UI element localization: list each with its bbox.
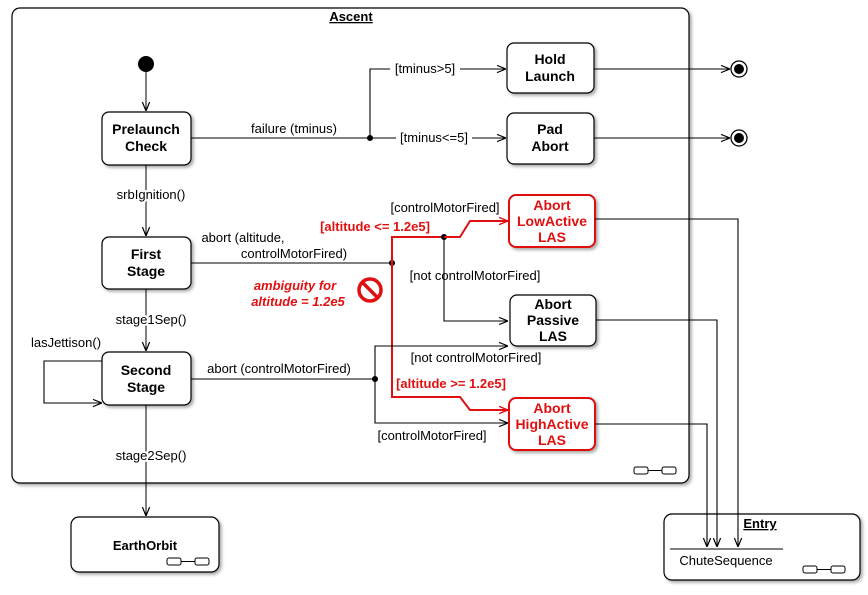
- label-stage1: stage1Sep(): [116, 312, 187, 327]
- svg-text:LowActive: LowActive: [517, 213, 587, 229]
- svg-text:LAS: LAS: [538, 229, 566, 245]
- transition-failure: [191, 69, 730, 141]
- label-ambiguity-2: altitude = 1.2e5: [251, 294, 345, 309]
- svg-text:Passive: Passive: [527, 312, 579, 328]
- transitions-to-entry: [595, 218, 738, 547]
- label-cmf-top: [controlMotorFired]: [390, 200, 499, 215]
- svg-text:LAS: LAS: [539, 328, 567, 344]
- svg-text:Hold: Hold: [534, 51, 565, 67]
- label-cmf-bottom: [controlMotorFired]: [377, 428, 486, 443]
- label-ambiguity-1: ambiguity for: [254, 278, 337, 293]
- label-altitude-le: [altitude <= 1.2e5]: [320, 219, 430, 234]
- ascent-title: Ascent: [329, 9, 373, 24]
- state-prelaunch-check[interactable]: Prelaunch Check: [101, 111, 192, 166]
- composite-state-icon: [802, 565, 846, 574]
- label-abort-first-1: abort (altitude,: [201, 230, 284, 245]
- label-abort-second: abort (controlMotorFired): [207, 361, 351, 376]
- label-failure: failure (tminus): [251, 121, 337, 136]
- earthorbit-label: EarthOrbit: [113, 538, 178, 553]
- composite-state-icon: [166, 557, 210, 566]
- entry-region-label: ChuteSequence: [679, 553, 772, 568]
- state-first-stage[interactable]: First Stage: [101, 236, 192, 290]
- state-abort-passive-las[interactable]: Abort Passive LAS: [509, 294, 597, 347]
- state-abort-highactive-las[interactable]: Abort HighActive LAS: [508, 397, 596, 451]
- ambiguity-path: [391, 221, 508, 410]
- earthorbit-state[interactable]: EarthOrbit: [70, 516, 220, 573]
- final-state-pad: [730, 129, 748, 147]
- label-las-jettison: lasJettison(): [31, 335, 101, 350]
- svg-text:HighActive: HighActive: [515, 416, 588, 432]
- label-srb: srbIgnition(): [117, 187, 186, 202]
- label-stage2: stage2Sep(): [116, 448, 187, 463]
- svg-text:Pad: Pad: [537, 121, 563, 137]
- svg-text:First: First: [131, 246, 162, 262]
- entry-state[interactable]: Entry ChuteSequence: [663, 513, 861, 581]
- entry-title: Entry: [743, 516, 777, 531]
- label-not-cmf-top: [not controlMotorFired]: [410, 268, 541, 283]
- label-tminus-gt: [tminus>5]: [395, 61, 455, 76]
- svg-text:Check: Check: [125, 138, 167, 154]
- label-abort-first-2: controlMotorFired): [241, 246, 347, 261]
- svg-text:Stage: Stage: [127, 379, 165, 395]
- label-altitude-ge: [altitude >= 1.2e5]: [396, 376, 506, 391]
- svg-text:Launch: Launch: [525, 68, 575, 84]
- transition-abort-second: [191, 346, 508, 423]
- svg-text:Prelaunch: Prelaunch: [112, 121, 180, 137]
- state-abort-lowactive-las[interactable]: Abort LowActive LAS: [508, 194, 596, 248]
- transition-abort-first: [191, 233, 508, 322]
- composite-state-icon: [633, 466, 677, 475]
- svg-text:Stage: Stage: [127, 263, 165, 279]
- state-second-stage[interactable]: Second Stage: [101, 351, 192, 406]
- final-state-hold: [730, 60, 748, 78]
- svg-text:Second: Second: [121, 362, 172, 378]
- svg-text:Abort: Abort: [534, 296, 572, 312]
- label-tminus-le: [tminus<=5]: [400, 130, 468, 145]
- svg-text:LAS: LAS: [538, 432, 566, 448]
- label-not-cmf-bottom: [not controlMotorFired]: [411, 350, 542, 365]
- no-entry-icon: [357, 277, 383, 303]
- svg-text:Abort: Abort: [533, 400, 571, 416]
- initial-pseudostate: [138, 56, 154, 72]
- state-hold-launch[interactable]: Hold Launch: [506, 42, 595, 94]
- svg-text:Abort: Abort: [533, 197, 571, 213]
- transition-las-jettison: [43, 360, 102, 403]
- svg-text:Abort: Abort: [531, 138, 569, 154]
- state-pad-abort[interactable]: Pad Abort: [506, 112, 595, 165]
